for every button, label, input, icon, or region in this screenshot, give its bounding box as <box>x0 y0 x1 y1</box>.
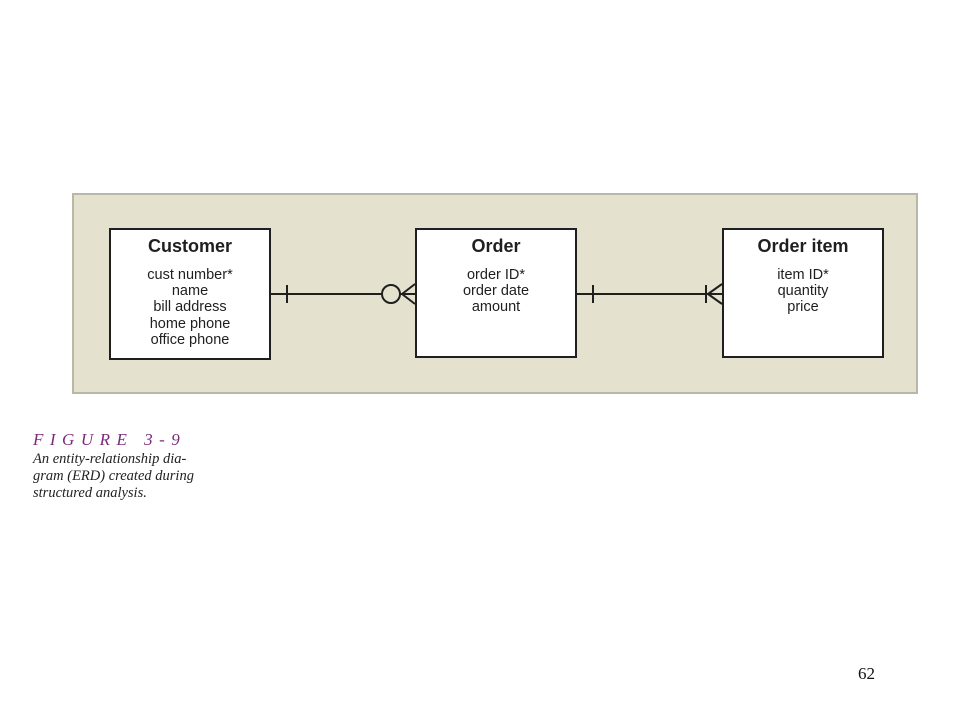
entity-order: Order order ID* order date amount <box>415 228 577 358</box>
entity-attribute: item ID* <box>777 267 829 283</box>
entity-customer: Customer cust number* name bill address … <box>109 228 271 360</box>
entity-attribute: order ID* <box>466 267 526 283</box>
entity-attribute: bill address <box>153 299 227 316</box>
figure-label: FIGURE 3-9 <box>33 430 187 449</box>
entity-attribute: quantity <box>777 283 829 300</box>
entity-attribute: office phone <box>150 331 230 348</box>
entity-title: Order item <box>757 236 849 256</box>
figure-caption: FIGURE 3-9 An entity-relationship dia- g… <box>33 430 253 502</box>
entity-attribute: order date <box>462 283 530 300</box>
caption-text: An entity-relationship dia- gram (ERD) c… <box>33 451 253 502</box>
entity-attributes: cust number* name bill address home phon… <box>111 267 269 348</box>
caption-line: structured analysis. <box>33 485 147 501</box>
entity-attribute: amount <box>471 299 521 316</box>
caption-line: gram (ERD) created during <box>33 468 194 484</box>
entity-attribute: name <box>171 283 209 300</box>
page-number: 62 <box>858 664 875 683</box>
entity-attribute: price <box>787 299 819 316</box>
entity-order-item: Order item item ID* quantity price <box>722 228 884 358</box>
entity-attribute: cust number* <box>147 267 233 283</box>
entity-title: Customer <box>147 236 232 256</box>
entity-attributes: order ID* order date amount <box>417 267 575 316</box>
entity-attributes: item ID* quantity price <box>724 267 882 316</box>
entity-title: Order <box>471 236 521 256</box>
entity-attribute: home phone <box>149 315 231 332</box>
caption-line: An entity-relationship dia- <box>33 451 187 467</box>
